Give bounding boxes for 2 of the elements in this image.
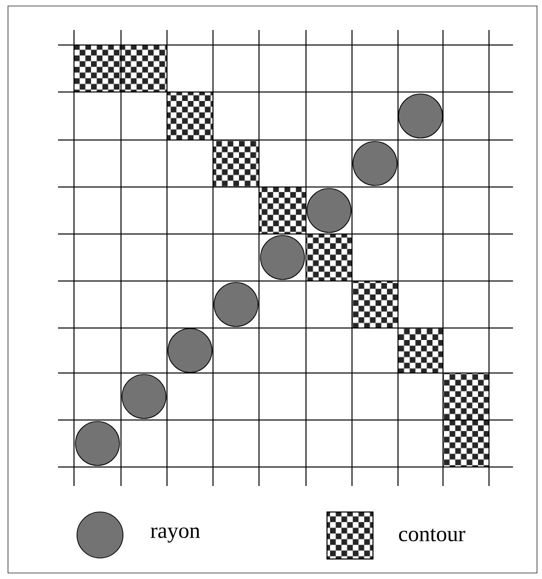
legend-label: rayon bbox=[150, 527, 200, 543]
legend-label: contour bbox=[399, 528, 466, 542]
